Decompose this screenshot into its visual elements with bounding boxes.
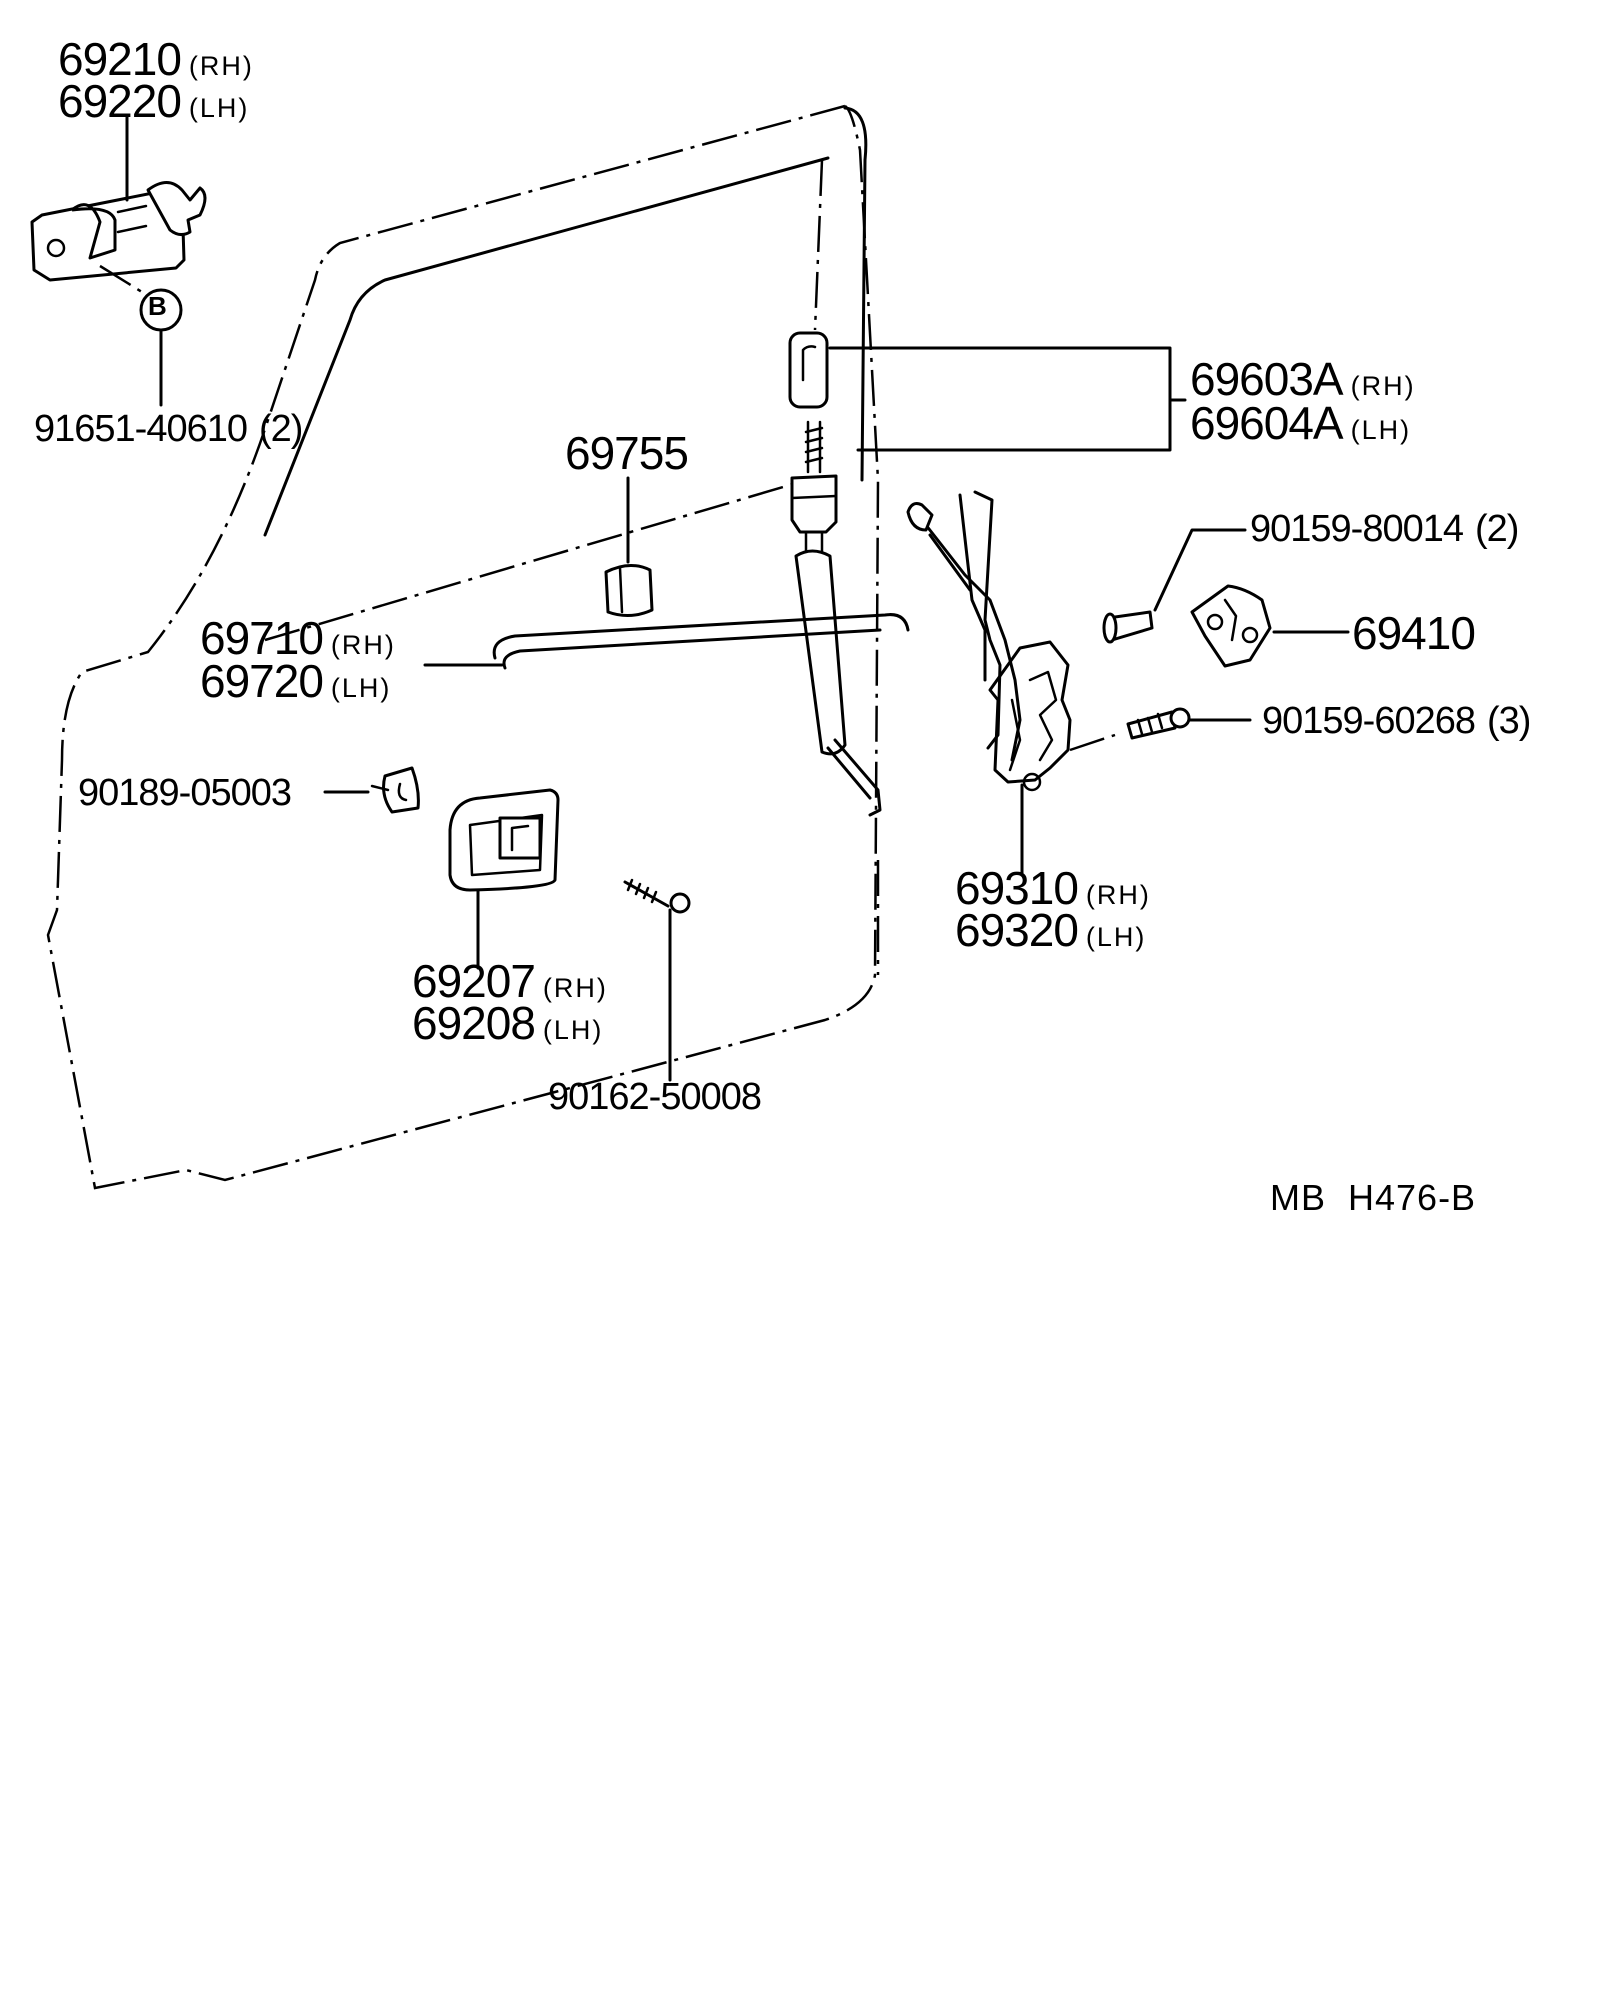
rod-clip-drawing bbox=[604, 564, 654, 617]
quantity: (3) bbox=[1487, 700, 1531, 742]
inside-screw-drawing bbox=[623, 878, 691, 914]
callout-rod-clip: 69755 bbox=[565, 427, 689, 479]
side-tag: (LH) bbox=[330, 673, 392, 703]
lock-rod-assembly-drawing bbox=[790, 420, 882, 817]
callout-outside-handle-lh: 69220(LH) bbox=[58, 78, 249, 124]
callout-lock-rod-lh: 69720(LH) bbox=[200, 658, 391, 704]
side-tag: (LH) bbox=[1085, 922, 1147, 952]
side-tag: (RH) bbox=[1350, 371, 1416, 401]
callout-clip: 90189-05003 bbox=[78, 772, 292, 814]
callout-inside-handle-rh: 69207(RH) bbox=[412, 958, 608, 1004]
part-number: 69208 bbox=[412, 997, 536, 1049]
belt-line bbox=[264, 480, 801, 642]
part-number: 69320 bbox=[955, 904, 1079, 956]
callout-outside-handle-rh: 69210(RH) bbox=[58, 36, 254, 82]
side-tag: (RH) bbox=[542, 973, 608, 1003]
horizontal-rod bbox=[492, 613, 910, 660]
side-tag: (LH) bbox=[1350, 415, 1412, 445]
callout-screw-handle: 91651-40610 (2) bbox=[34, 408, 303, 450]
lock-screw-drawing bbox=[1126, 707, 1191, 740]
striker-screw-drawing bbox=[1102, 610, 1154, 644]
part-number: 90159-80014 bbox=[1250, 508, 1464, 550]
callout-lock-rod-rh: 69710(RH) bbox=[200, 615, 396, 661]
side-tag: (RH) bbox=[1085, 880, 1151, 910]
callout-screw-striker: 90159-80014 (2) bbox=[1250, 508, 1519, 550]
part-number: 69207 bbox=[412, 955, 536, 1007]
callout-lock-knob-lh: 69604A(LH) bbox=[1190, 400, 1411, 446]
quantity: (2) bbox=[1475, 508, 1519, 550]
part-number: 69603A bbox=[1190, 353, 1344, 405]
window-frame-inner bbox=[263, 156, 830, 537]
leader-lock-knob bbox=[828, 346, 1187, 452]
quantity: (2) bbox=[259, 408, 303, 450]
figure-code: MB H476-B bbox=[1270, 1177, 1477, 1218]
part-number: 91651-40610 bbox=[34, 408, 248, 450]
inside-handle-drawing bbox=[448, 788, 560, 892]
outside-handle-drawing bbox=[30, 181, 207, 282]
part-number: 69710 bbox=[200, 612, 324, 664]
callout-inside-handle-lh: 69208(LH) bbox=[412, 1000, 603, 1046]
part-number: 90159-60268 bbox=[1262, 700, 1476, 742]
leader-striker-screw bbox=[1153, 528, 1247, 612]
leader-ref-b bbox=[99, 264, 143, 294]
lock-knob-drawing bbox=[788, 331, 829, 409]
door-outline bbox=[46, 104, 880, 1190]
callout-lock-knob-rh: 69603A(RH) bbox=[1190, 356, 1416, 402]
part-number: 69310 bbox=[955, 862, 1079, 914]
horizontal-rod-edge bbox=[502, 628, 882, 670]
ref-marker-label: B bbox=[148, 291, 167, 321]
callout-door-lock-rh: 69310(RH) bbox=[955, 865, 1151, 911]
side-tag: (RH) bbox=[330, 630, 396, 660]
door-lock-drawing bbox=[906, 490, 1072, 792]
callout-door-lock-lh: 69320(LH) bbox=[955, 907, 1146, 953]
side-tag: (LH) bbox=[542, 1015, 604, 1045]
window-frame-right bbox=[813, 159, 824, 331]
callout-screw-lock: 90159-60268 (3) bbox=[1262, 700, 1531, 742]
part-number: 69210 bbox=[58, 33, 182, 85]
callout-screw-inside: 90162-50008 bbox=[548, 1076, 762, 1118]
part-number: 69720 bbox=[200, 655, 324, 707]
callout-striker: 69410 bbox=[1352, 607, 1476, 659]
part-number: 69220 bbox=[58, 75, 182, 127]
side-tag: (RH) bbox=[188, 51, 254, 81]
window-frame-upper bbox=[843, 106, 868, 482]
leader-lock-screw-dash bbox=[1069, 733, 1116, 752]
side-tag: (LH) bbox=[188, 93, 250, 123]
striker-drawing bbox=[1190, 584, 1272, 668]
part-number: 69604A bbox=[1190, 397, 1344, 449]
clip-drawing bbox=[370, 766, 420, 814]
